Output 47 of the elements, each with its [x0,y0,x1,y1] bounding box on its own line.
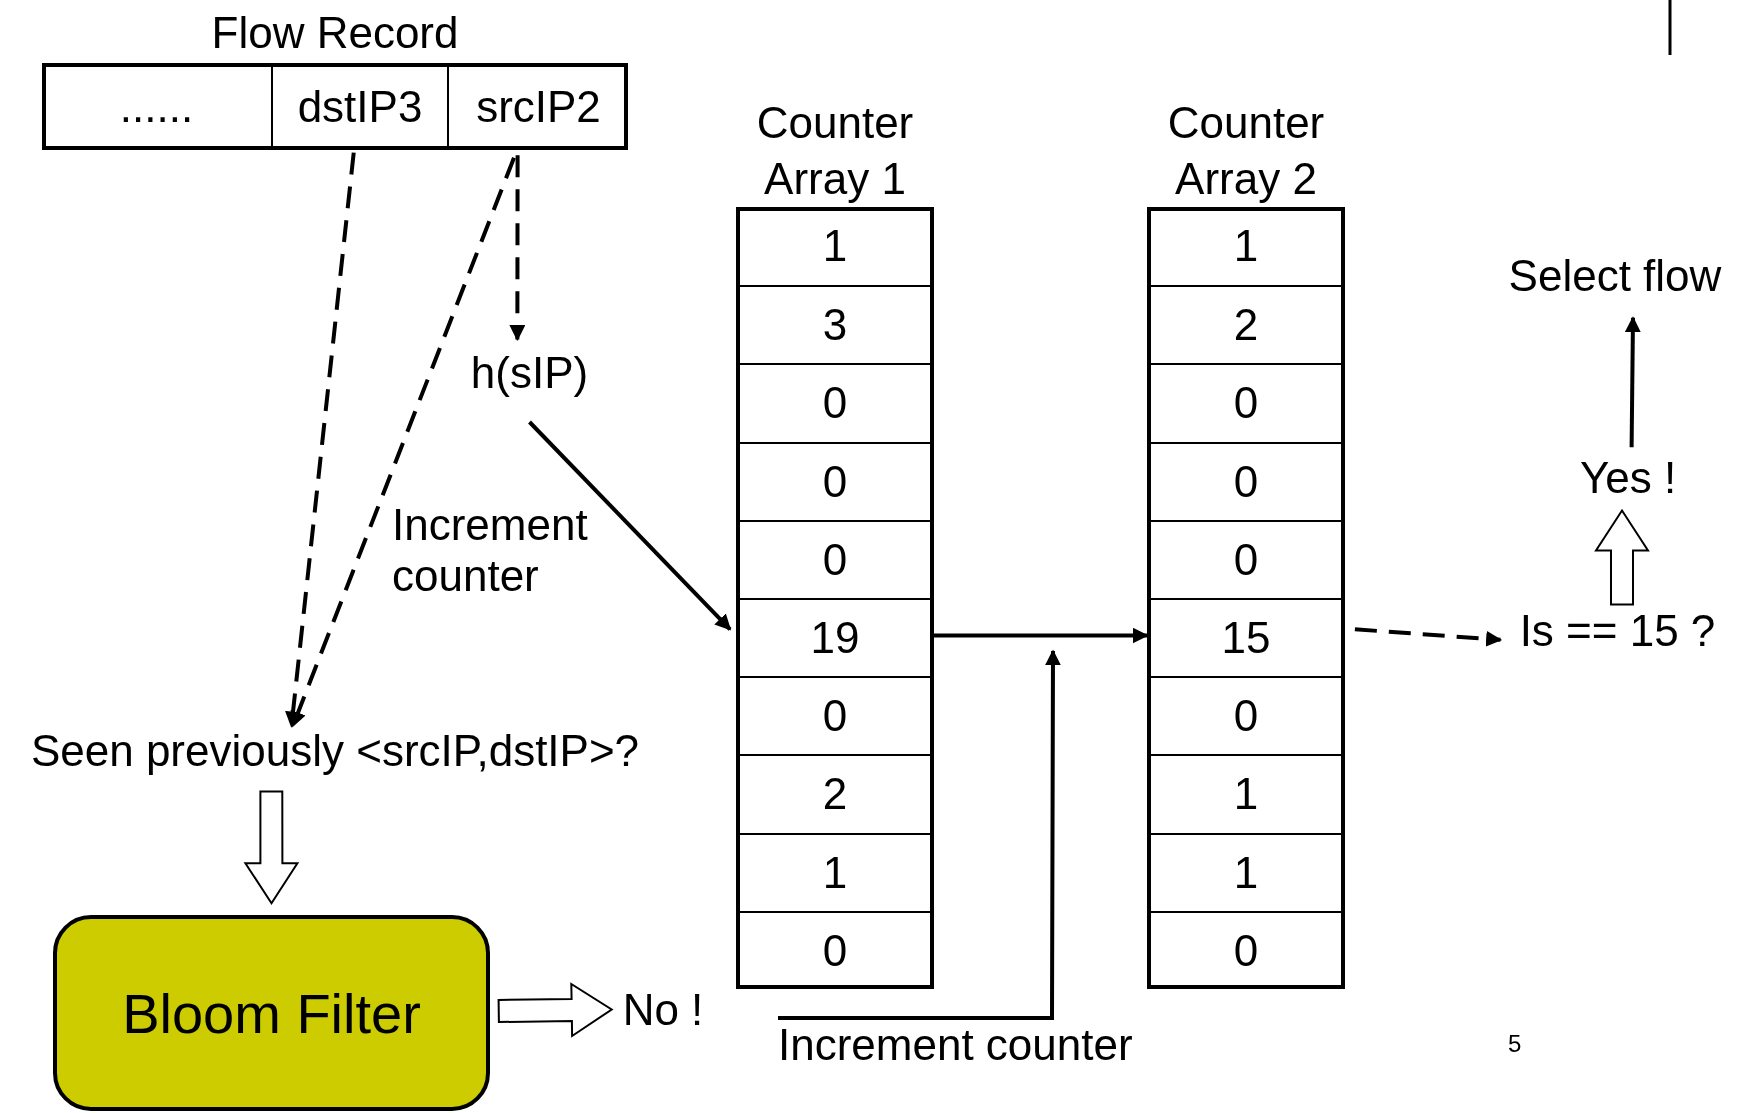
counter-value: 3 [736,285,934,364]
counter-value: 0 [736,519,934,598]
text-label: Select flow [1495,248,1735,303]
heading: Flow Record [210,7,460,59]
block-arrow [1594,508,1650,606]
record-field: ...... [42,63,271,150]
counter-value: 2 [1147,285,1345,364]
arrow [934,627,1149,644]
counter-value: 0 [1147,441,1345,520]
counter-value: 1 [736,207,934,286]
counter-value: 0 [1147,910,1345,989]
counter-value: 1 [1147,832,1345,911]
counter-value: 0 [736,363,934,442]
counter-value: 0 [736,910,934,989]
arrow [528,420,732,631]
dashed-arrow [509,155,526,342]
counter-value: 0 [736,676,934,755]
text-label: Increment counter [778,1020,1178,1070]
dashed-arrow [1354,627,1503,647]
counter-value: 0 [1147,676,1345,755]
counter-value: 1 [736,832,934,911]
counter-value: 0 [1147,363,1345,442]
text-label: No ! [618,982,708,1037]
text-label: Is == 15 ? [1505,603,1730,658]
process-box: Bloom Filter [53,915,490,1111]
counter-value: 2 [736,754,934,833]
counter-value: 0 [1147,519,1345,598]
dashed-arrow [290,157,516,728]
heading: Counter Array 2 [1166,97,1326,205]
block-arrow [497,982,614,1038]
arrow [1624,316,1641,448]
page-number: 5 [1508,1030,1523,1058]
dashed-arrow [285,152,356,728]
text-label: Seen previously <srcIP,dstIP>? [0,722,670,780]
counter-value: 1 [1147,207,1345,286]
record-field: dstIP3 [271,63,447,150]
block-arrow [243,790,300,906]
counter-value: 0 [736,441,934,520]
record-field: srcIP2 [447,63,628,150]
counter-value: 19 [736,598,934,677]
heading: Counter Array 1 [755,97,915,205]
annotation: Increment counter [392,500,589,602]
counter-value: 1 [1147,754,1345,833]
arrow [778,649,1061,1020]
text-label: Yes ! [1568,450,1688,505]
counter-value: 15 [1147,598,1345,677]
text-label: h(sIP) [462,345,597,400]
